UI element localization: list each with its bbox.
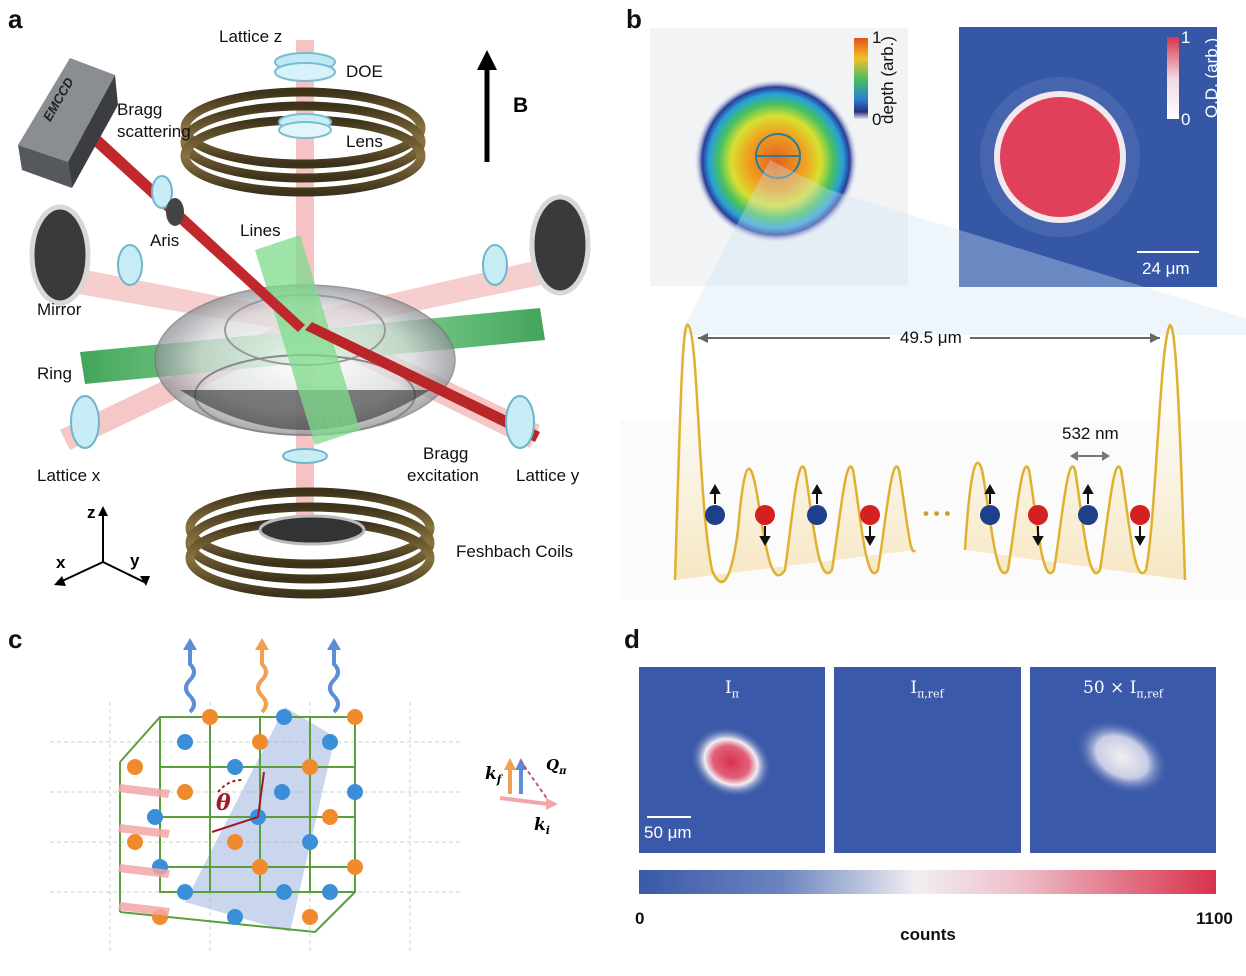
wavevector-inset xyxy=(499,758,558,810)
lattice-potential xyxy=(620,323,1246,600)
label-bragg-excitation-1: Bragg xyxy=(423,444,469,463)
angle-marker xyxy=(211,771,265,833)
image-2-title: Iπ,ref xyxy=(910,678,944,701)
od-scale-label: 24 μm xyxy=(1142,259,1190,278)
panel-d-letter: d xyxy=(624,624,640,654)
label-bragg-excitation-2: excitation xyxy=(407,466,479,485)
image-3-title: 50 × Iπ,ref xyxy=(1083,678,1163,701)
aris-optic xyxy=(151,175,184,226)
od-colorbar-min: 0 xyxy=(1181,110,1191,129)
zoom-cone xyxy=(680,160,1246,335)
depth-image xyxy=(650,28,908,286)
label-feshbach: Feshbach Coils xyxy=(456,542,574,561)
panel-a-letter: a xyxy=(8,4,23,34)
b-field-arrow xyxy=(477,50,497,162)
axis-z-label: z xyxy=(87,503,96,522)
lens-optic xyxy=(278,113,332,139)
atoms xyxy=(705,505,1150,525)
od-image xyxy=(959,27,1217,287)
scattered-photons xyxy=(183,638,341,714)
panel-c-letter: c xyxy=(8,624,23,654)
panel-d: d Iπ 50 μm Iπ,ref 50 × Iπ,ref xyxy=(620,612,1246,976)
od-colorbar xyxy=(1167,37,1179,119)
label-lattice-x: Lattice x xyxy=(37,466,101,485)
top-coil xyxy=(180,87,426,197)
image-50x-i-pi-ref xyxy=(1030,667,1216,853)
bragg-excitation-beam xyxy=(305,322,540,442)
spin-arrows xyxy=(709,483,1146,547)
label-ring: Ring xyxy=(37,364,72,383)
label-bragg-scattering-1: Bragg xyxy=(117,100,163,119)
bragg-lattice-diagram: θ kf Qπ ki xyxy=(50,638,567,952)
axes-icon xyxy=(54,506,150,586)
potential-curve-right xyxy=(963,323,1187,581)
ellipsis: • • • xyxy=(923,504,951,523)
emccd-camera: EMCCD xyxy=(18,58,118,188)
depth-profile xyxy=(694,79,858,243)
depth-colorbar xyxy=(854,38,868,120)
panel-b-letter: b xyxy=(626,4,642,34)
mirror-right xyxy=(529,194,591,296)
signal-spot xyxy=(690,726,772,798)
theta-label: θ xyxy=(216,790,231,816)
label-mirror: Mirror xyxy=(37,300,82,319)
bottom-window xyxy=(258,514,366,546)
panel-b: b xyxy=(620,0,1246,610)
b-field-label: B xyxy=(513,94,528,117)
depth-colorbar-min: 0 xyxy=(872,110,882,129)
scale-bar-label: 50 μm xyxy=(644,823,692,842)
depth-colorbar-max: 1 xyxy=(872,28,882,47)
apparatus-diagram: EMCCD xyxy=(18,40,591,599)
label-bragg-scattering-2: scattering xyxy=(117,122,191,141)
colorbar-min: 0 xyxy=(635,909,645,928)
image-i-pi-ref xyxy=(834,667,1021,853)
image-i-pi xyxy=(639,667,825,853)
potential-curve-left xyxy=(673,323,917,584)
label-doe: DOE xyxy=(346,62,383,81)
label-lattice-z: Lattice z xyxy=(219,27,283,46)
image-1-title: Iπ xyxy=(725,678,739,701)
mirror-left xyxy=(29,204,91,306)
scaled-spot xyxy=(1075,718,1169,796)
label-lens: Lens xyxy=(346,132,383,151)
colorbar-label: counts xyxy=(900,925,956,944)
panel-a: a xyxy=(0,0,620,610)
label-lines: Lines xyxy=(240,221,281,240)
panel-c: c xyxy=(0,612,620,976)
label-aris: Aris xyxy=(150,231,180,250)
q-label: Qπ xyxy=(546,756,567,777)
counts-colorbar xyxy=(639,870,1216,894)
label-lattice-y: Lattice y xyxy=(516,466,580,485)
ki-label: ki xyxy=(534,815,550,837)
small-lenses xyxy=(70,244,535,464)
od-spot xyxy=(1000,97,1120,217)
bragg-scattering-beam xyxy=(60,108,305,332)
incoming-beams xyxy=(118,784,170,916)
doe-optic xyxy=(274,52,336,82)
width-label: 49.5 μm xyxy=(900,328,962,347)
axis-y-label: y xyxy=(130,551,140,570)
spacing-label: 532 nm xyxy=(1062,424,1119,443)
axis-x-label: x xyxy=(56,553,66,572)
kf-label: kf xyxy=(485,764,504,786)
lattice-atoms xyxy=(127,709,363,925)
od-colorbar-max: 1 xyxy=(1181,28,1191,47)
colorbar-max: 1100 xyxy=(1196,909,1233,928)
